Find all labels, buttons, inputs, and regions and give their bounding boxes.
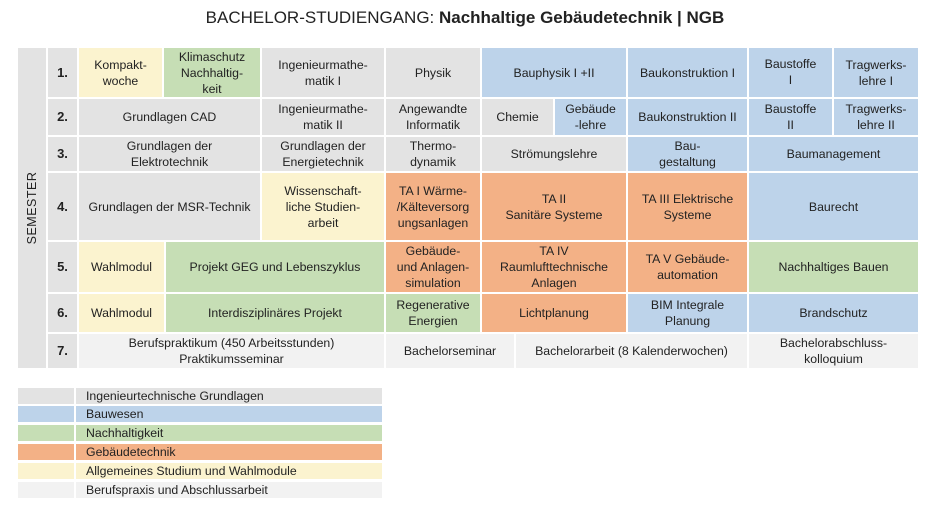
module-cell: Tragwerks- lehre I: [834, 48, 918, 97]
module-cell: Klimaschutz Nachhaltig- keit: [164, 48, 260, 97]
module-cell: Baustoffe II: [749, 99, 832, 135]
module-cell: Tragwerks- lehre II: [834, 99, 918, 135]
semester-number-3: 3.: [48, 137, 77, 171]
module-cell: Strömungslehre: [482, 137, 626, 171]
module-cell: Baustoffe I: [749, 48, 832, 97]
module-cell: Grundlagen der Elektrotechnik: [79, 137, 260, 171]
module-cell: BIM Integrale Planung: [628, 294, 747, 332]
module-cell: Ingenieurmathe- matik I: [262, 48, 384, 97]
module-cell: Brandschutz: [749, 294, 918, 332]
legend-label: Nachhaltigkeit: [76, 425, 382, 441]
module-cell: Bachelorabschluss- kolloquium: [749, 334, 918, 368]
legend-swatch: [18, 425, 74, 441]
legend-label: Allgemeines Studium und Wahlmodule: [76, 463, 382, 479]
module-cell: Kompakt- woche: [79, 48, 162, 97]
module-cell: Bau- gestaltung: [628, 137, 747, 171]
module-cell: Grundlagen der MSR-Technik: [79, 173, 260, 240]
module-cell: Physik: [386, 48, 480, 97]
semester-number-6: 6.: [48, 294, 77, 332]
module-cell: Ingenieurmathe- matik II: [262, 99, 384, 135]
module-cell: Wahlmodul: [79, 242, 164, 292]
module-cell: TA II Sanitäre Systeme: [482, 173, 626, 240]
legend-swatch: [18, 388, 74, 404]
legend-label: Gebäudetechnik: [76, 444, 382, 460]
semester-number-4: 4.: [48, 173, 77, 240]
module-cell: Bachelorseminar: [386, 334, 514, 368]
legend-swatch: [18, 482, 74, 498]
module-cell: Gebäude- und Anlagen- simulation: [386, 242, 480, 292]
module-cell: Interdisziplinäres Projekt: [166, 294, 384, 332]
legend-swatch: [18, 406, 74, 422]
module-cell: Chemie: [482, 99, 553, 135]
module-cell: TA I Wärme- /Kälteversorg ungsanlagen: [386, 173, 480, 240]
semester-number-5: 5.: [48, 242, 77, 292]
legend-swatch: [18, 444, 74, 460]
semester-axis-label: SEMESTER: [18, 48, 46, 368]
legend-label: Bauwesen: [76, 406, 382, 422]
legend-label: Ingenieurtechnische Grundlagen: [76, 388, 382, 404]
page-title: BACHELOR-STUDIENGANG: Nachhaltige Gebäud…: [0, 8, 930, 28]
semester-number-2: 2.: [48, 99, 77, 135]
module-cell: TA V Gebäude- automation: [628, 242, 747, 292]
module-cell: Bauphysik I +II: [482, 48, 626, 97]
module-cell: Angewandte Informatik: [386, 99, 480, 135]
semester-number-1: 1.: [48, 48, 77, 97]
module-cell: Nachhaltiges Bauen: [749, 242, 918, 292]
module-cell: TA III Elektrische Systeme: [628, 173, 747, 240]
module-cell: Baukonstruktion II: [628, 99, 747, 135]
legend-label: Berufspraxis und Abschlussarbeit: [76, 482, 382, 498]
module-cell: Bachelorarbeit (8 Kalenderwochen): [516, 334, 747, 368]
module-cell: TA IV Raumlufttechnische Anlagen: [482, 242, 626, 292]
module-cell: Lichtplanung: [482, 294, 626, 332]
module-cell: Regenerative Energien: [386, 294, 480, 332]
legend-swatch: [18, 463, 74, 479]
module-cell: Wahlmodul: [79, 294, 164, 332]
module-cell: Berufspraktikum (450 Arbeitsstunden) Pra…: [79, 334, 384, 368]
semester-number-7: 7.: [48, 334, 77, 368]
module-cell: Wissenschaft- liche Studien- arbeit: [262, 173, 384, 240]
module-cell: Baukonstruktion I: [628, 48, 747, 97]
title-program: Nachhaltige Gebäudetechnik | NGB: [438, 8, 725, 27]
module-cell: Gebäude -lehre: [555, 99, 626, 135]
module-cell: Projekt GEG und Lebenszyklus: [166, 242, 384, 292]
module-cell: Grundlagen der Energietechnik: [262, 137, 384, 171]
module-cell: Baurecht: [749, 173, 918, 240]
semester-label: SEMESTER: [25, 171, 39, 245]
module-cell: Baumanagement: [749, 137, 918, 171]
title-prefix: BACHELOR-STUDIENGANG:: [205, 8, 439, 27]
module-cell: Grundlagen CAD: [79, 99, 260, 135]
module-cell: Thermo- dynamik: [386, 137, 480, 171]
